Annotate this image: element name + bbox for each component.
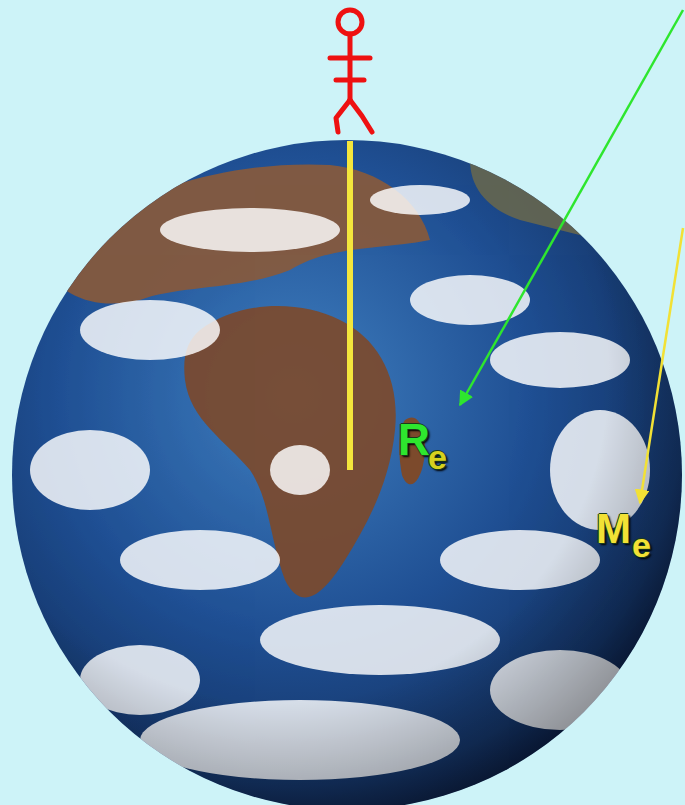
radius-line: [347, 141, 353, 470]
leader-line: [460, 10, 683, 405]
person-figure: [330, 10, 372, 132]
radius-subscript: e: [428, 440, 447, 474]
mass-symbol: M: [596, 508, 631, 550]
earth-globe: [12, 140, 682, 805]
radius-symbol: R: [398, 418, 430, 462]
leader-line: [640, 228, 683, 503]
mass-subscript: e: [632, 528, 651, 562]
earth-surface: [12, 140, 682, 805]
